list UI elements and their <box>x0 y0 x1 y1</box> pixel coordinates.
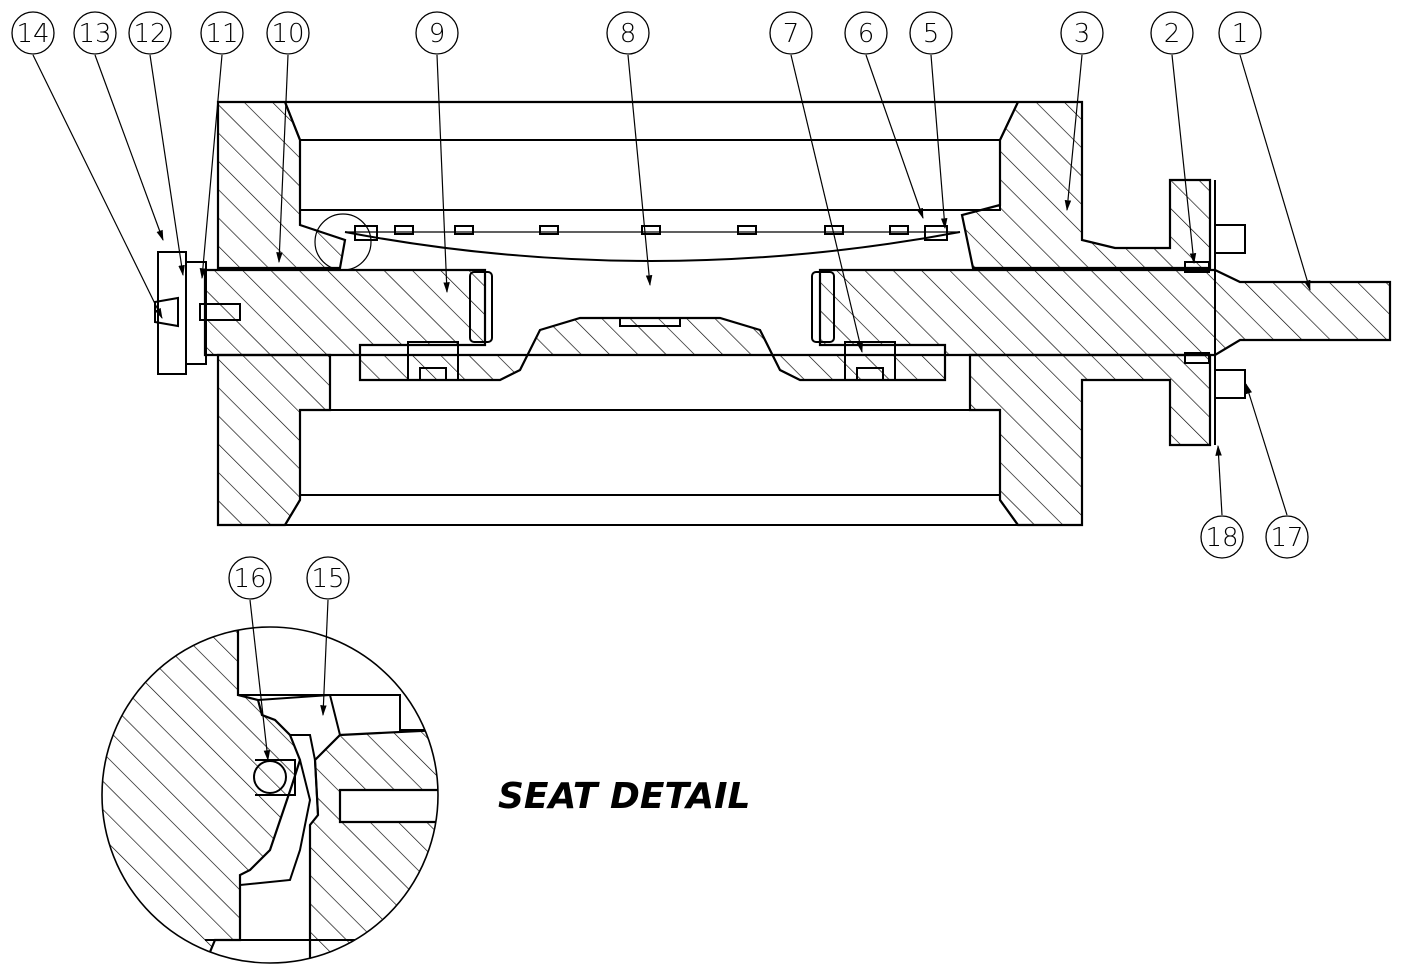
balloon-circle <box>1060 11 1104 55</box>
balloon-circle <box>228 556 272 600</box>
balloon-label: 12 <box>133 19 166 49</box>
balloon-label: 15 <box>311 564 344 594</box>
balloon-6: 6 <box>844 11 888 55</box>
balloon-13: 13 <box>73 11 117 55</box>
balloon-circle <box>1265 515 1309 559</box>
balloon-label: 9 <box>429 19 446 49</box>
balloon-17: 17 <box>1265 515 1309 559</box>
balloon-label: 16 <box>233 564 266 594</box>
balloon-1: 1 <box>1218 11 1262 55</box>
balloon-7: 7 <box>769 11 813 55</box>
balloon-circle <box>606 11 650 55</box>
balloon-3: 3 <box>1060 11 1104 55</box>
leader-lines <box>32 54 1311 762</box>
balloon-label: 13 <box>78 19 111 49</box>
balloon-label: 8 <box>620 19 637 49</box>
balloon-circle <box>1150 11 1194 55</box>
balloon-label: 6 <box>858 19 875 49</box>
balloon-circle <box>306 556 350 600</box>
gate-section <box>203 268 1392 382</box>
balloon-circle <box>1200 515 1244 559</box>
balloon-circle <box>909 11 953 55</box>
right-gland <box>1184 180 1246 445</box>
body-lower-section <box>216 353 332 527</box>
balloon-label: 11 <box>205 19 238 49</box>
balloon-circle <box>266 11 310 55</box>
detail-callout-circle <box>314 213 372 271</box>
balloon-circle <box>128 11 172 55</box>
balloon-14: 14 <box>11 11 55 55</box>
balloon-circle <box>769 11 813 55</box>
balloon-circle <box>73 11 117 55</box>
balloon-circle <box>11 11 55 55</box>
balloon-label: 5 <box>923 19 940 49</box>
balloon-circle <box>1218 11 1262 55</box>
balloon-18: 18 <box>1200 515 1244 559</box>
balloon-9: 9 <box>415 11 459 55</box>
balloon-11: 11 <box>200 11 244 55</box>
balloon-label: 3 <box>1074 19 1091 49</box>
balloon-label: 2 <box>1164 19 1181 49</box>
upper-bore-outline <box>284 101 1019 211</box>
balloon-8: 8 <box>606 11 650 55</box>
detail-title: SEAT DETAIL <box>498 776 750 817</box>
balloon-label: 18 <box>1205 523 1238 553</box>
balloon-10: 10 <box>266 11 310 55</box>
seat-detail-view <box>101 626 439 964</box>
balloon-12: 12 <box>128 11 172 55</box>
body-upper-section <box>216 100 1212 270</box>
body-lower-right-section <box>968 353 1212 527</box>
lower-bore-outline <box>283 409 1020 526</box>
balloon-2: 2 <box>1150 11 1194 55</box>
balloon-label: 10 <box>271 19 304 49</box>
gate-top-curve <box>344 231 961 262</box>
balloon-label: 14 <box>16 19 49 49</box>
balloon-5: 5 <box>909 11 953 55</box>
balloon-label: 7 <box>783 19 800 49</box>
balloon-circle <box>844 11 888 55</box>
balloon-label: 17 <box>1270 523 1303 553</box>
balloon-label: 1 <box>1232 19 1249 49</box>
balloon-16: 16 <box>228 556 272 600</box>
balloon-circle <box>415 11 459 55</box>
balloon-15: 15 <box>306 556 350 600</box>
balloon-circle <box>200 11 244 55</box>
